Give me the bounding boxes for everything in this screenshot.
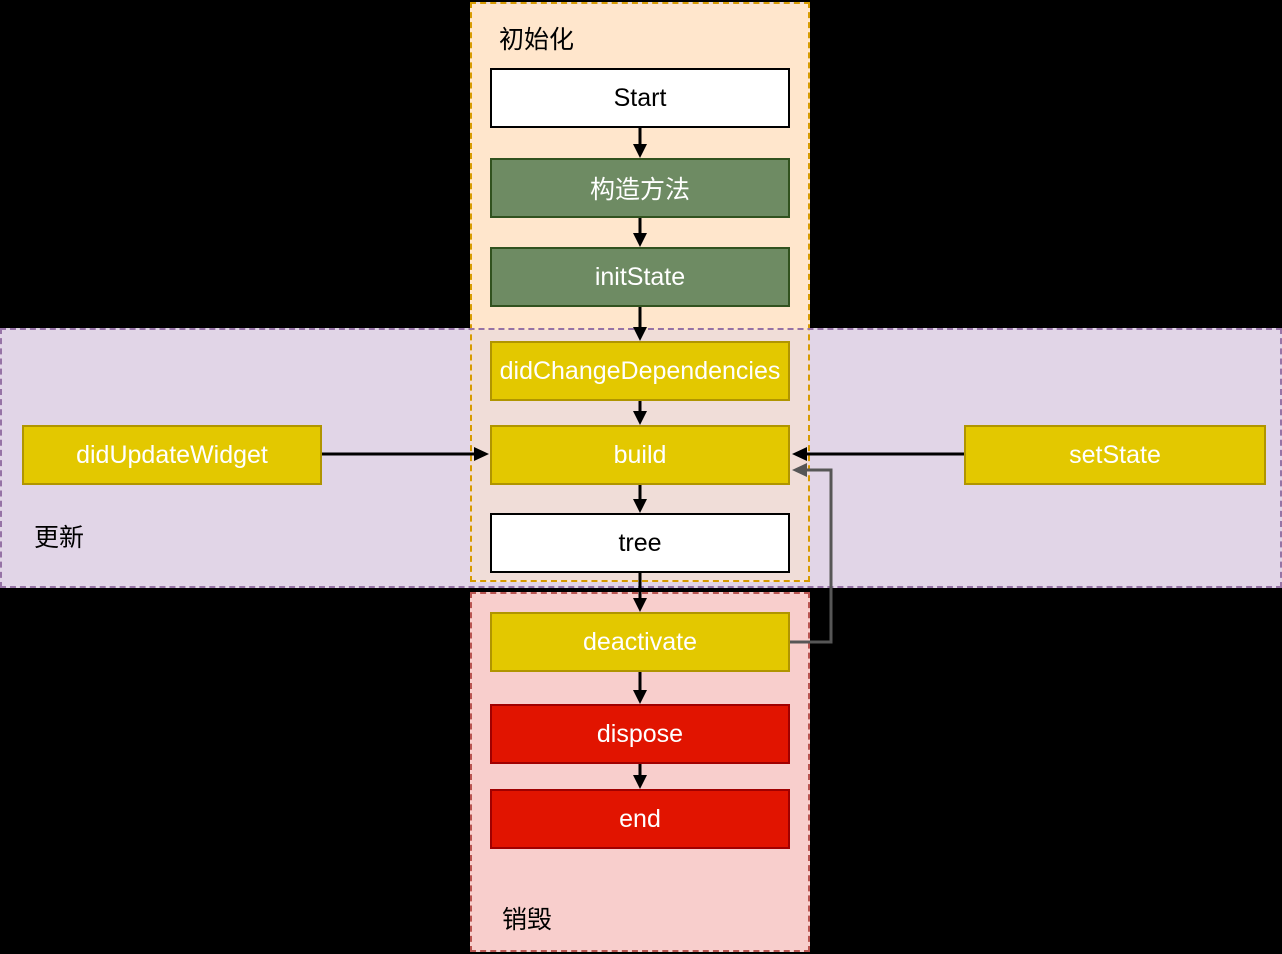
arrow-didupdatewidget-to-build <box>322 447 489 461</box>
arrow-setstate-to-build <box>792 447 964 461</box>
node-didupdatewidget: didUpdateWidget <box>22 425 322 485</box>
node-end: end <box>490 789 790 849</box>
node-start: Start <box>490 68 790 128</box>
region-label-destroy: 销毁 <box>502 906 553 934</box>
region-label-init: 初始化 <box>499 26 575 54</box>
node-build: build <box>490 425 790 485</box>
flow-arrows <box>633 128 647 789</box>
node-setstate: setState <box>964 425 1266 485</box>
node-dispose: dispose <box>490 704 790 764</box>
node-deactivate: deactivate <box>490 612 790 672</box>
node-constructor: 构造方法 <box>490 158 790 218</box>
node-tree: tree <box>490 513 790 573</box>
node-didchangedependencies: didChangeDependencies <box>490 341 790 401</box>
region-label-update: 更新 <box>34 524 85 552</box>
arrow-deactivate-to-build <box>790 463 833 644</box>
node-initstate: initState <box>490 247 790 307</box>
